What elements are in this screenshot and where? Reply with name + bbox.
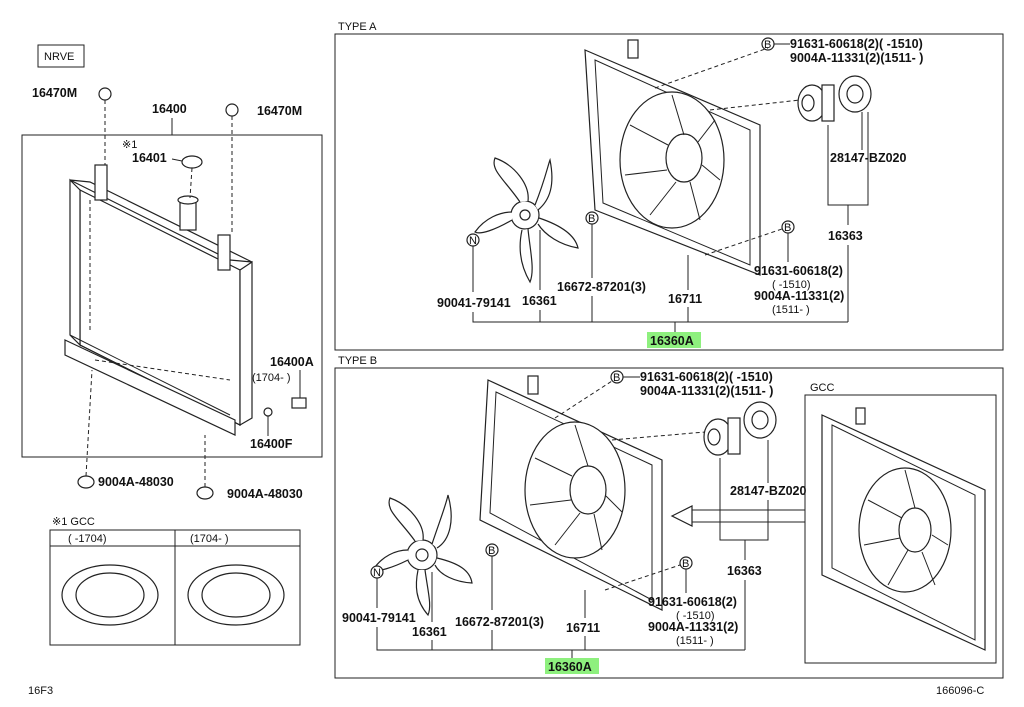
type-a-shroud-drawing <box>584 39 761 276</box>
type-a-bolt-bottom-2[interactable]: 9004A-11331(2) <box>754 289 844 303</box>
type-b-motor-drawing <box>703 401 777 456</box>
type-a-fan-assy-highlight <box>647 332 701 348</box>
type-b-gcc-arrow <box>670 505 805 527</box>
type-b-bolt-top-1[interactable]: 91631-60618(2)( -1510) <box>640 370 773 384</box>
type-a-bolt-top-2[interactable]: 9004A-11331(2)(1511- ) <box>790 51 923 65</box>
svg-text:B: B <box>682 558 689 570</box>
svg-text:B: B <box>764 39 771 51</box>
bolt-left-icon <box>77 475 95 489</box>
type-b-fan-assy[interactable]: 16360A <box>548 660 592 674</box>
caps-col-right: (1704- ) <box>190 533 229 545</box>
type-b-clip[interactable]: 16672-87201(3) <box>455 615 544 629</box>
type-b-bolt-bottom-1[interactable]: 91631-60618(2) <box>648 595 737 609</box>
type-a-bolt-bottom-2b: (1511- ) <box>772 304 810 316</box>
type-b-bolt-bottom-2[interactable]: 9004A-11331(2) <box>648 620 738 634</box>
svg-text:N: N <box>469 235 477 247</box>
type-a-fan-drawing <box>474 157 579 284</box>
type-a-motor-drawing <box>797 75 872 122</box>
radiator-cap-icon <box>181 155 203 169</box>
type-a-motor-assy[interactable]: 16363 <box>828 229 863 243</box>
caps-box: ※1 GCC ( -1704) (1704- ) <box>49 516 301 646</box>
type-a-title: TYPE A <box>338 21 377 33</box>
svg-text:B: B <box>588 213 595 225</box>
type-b-gcc-title: GCC <box>810 382 835 394</box>
model-code: NRVE <box>44 51 74 63</box>
type-b-fan-assy-highlight <box>545 658 599 674</box>
type-b-nut[interactable]: 90041-79141 <box>342 611 416 625</box>
type-b-motor[interactable]: 28147-BZ020 <box>730 484 806 498</box>
caps-box-title: ※1 GCC <box>52 516 95 528</box>
svg-text:N: N <box>373 567 381 579</box>
type-b-title: TYPE B <box>338 355 377 367</box>
drain-plug-left-icon <box>98 87 112 101</box>
type-b-bolt-bottom-1b: ( -1510) <box>676 610 715 622</box>
type-b-shroud[interactable]: 16711 <box>566 621 600 635</box>
model-code-box <box>37 44 85 68</box>
type-b-fan-drawing <box>372 494 473 617</box>
type-b-motor-assy[interactable]: 16363 <box>727 564 762 578</box>
type-b-bolt-top-2[interactable]: 9004A-11331(2)(1511- ) <box>640 384 773 398</box>
label-9004a-48030-left[interactable]: 9004A-48030 <box>98 475 174 489</box>
label-16470m-left[interactable]: 16470M <box>32 86 77 100</box>
radiator-drawing <box>64 164 253 436</box>
drain-cock-icon <box>291 397 307 409</box>
page-code: 16F3 <box>28 685 53 697</box>
type-a-fan[interactable]: 16361 <box>522 294 557 308</box>
type-a-bolt-bottom-1[interactable]: 91631-60618(2) <box>754 264 843 278</box>
type-a-bolt-bottom-1b: ( -1510) <box>772 279 811 291</box>
type-a-shroud[interactable]: 16711 <box>668 292 702 306</box>
svg-text:B: B <box>613 372 620 384</box>
label-16400a[interactable]: 16400A <box>270 355 314 369</box>
type-b-shroud-drawing <box>479 375 663 611</box>
ref-mark-1: ※1 <box>122 139 137 151</box>
type-a-section: TYPE A <box>334 21 1004 351</box>
label-16400f[interactable]: 16400F <box>250 437 293 451</box>
gasket-icon <box>263 407 273 417</box>
label-16470m-right[interactable]: 16470M <box>257 104 302 118</box>
type-b-bolt-bottom-2b: (1511- ) <box>676 635 714 647</box>
drain-plug-right-icon <box>225 103 239 117</box>
radiator-section: NRVE 16470M 16470M 16400 <box>21 44 323 501</box>
label-16400[interactable]: 16400 <box>152 102 187 116</box>
type-a-nut[interactable]: 90041-79141 <box>437 296 511 310</box>
caps-col-left: ( -1704) <box>68 533 107 545</box>
svg-text:B: B <box>784 222 791 234</box>
bolt-right-icon <box>196 486 214 500</box>
type-a-fan-assy[interactable]: 16360A <box>650 334 694 348</box>
type-b-section: TYPE B <box>334 355 1004 679</box>
type-a-clip[interactable]: 16672-87201(3) <box>557 280 646 294</box>
svg-text:B: B <box>488 545 495 557</box>
type-a-bolt-top-1[interactable]: 91631-60618(2)( -1510) <box>790 37 923 51</box>
label-9004a-48030-right[interactable]: 9004A-48030 <box>227 487 303 501</box>
type-b-fan[interactable]: 16361 <box>412 625 447 639</box>
label-16401[interactable]: 16401 <box>132 151 167 165</box>
type-b-gcc-inset: GCC <box>804 382 997 664</box>
figure-code: 166096-C <box>936 685 984 697</box>
label-16400a-note: (1704- ) <box>252 372 291 384</box>
